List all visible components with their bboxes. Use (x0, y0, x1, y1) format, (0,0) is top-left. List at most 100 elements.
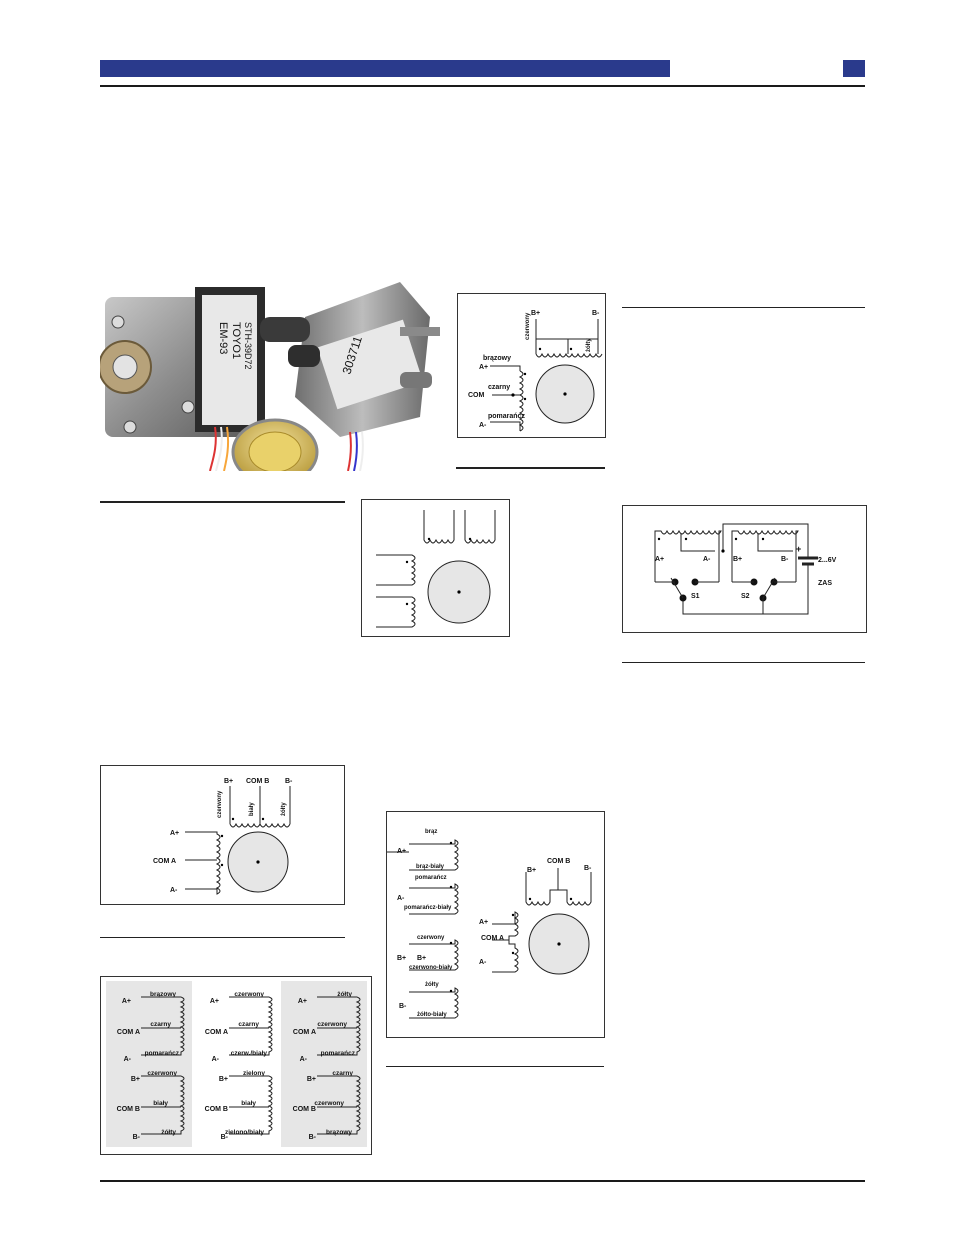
header-bar (100, 60, 670, 77)
wire-color-label: brązowy (150, 991, 176, 998)
a-plus-label: A+ (298, 998, 307, 1005)
a-plus-label: A+ (122, 998, 131, 1005)
eight-wire-diagram: brąz A+ brąz-biały pomarańcz A- pomarańc… (386, 811, 605, 1038)
footer-rule (100, 1180, 865, 1182)
wire-color-label: pomarańcz (415, 875, 447, 881)
wire-color-label: pomarańcz (321, 1050, 356, 1057)
b-plus-label: B+ (733, 556, 742, 563)
b-plus-label: B+ (397, 955, 406, 962)
coil-a (317, 996, 361, 1056)
com-a-label: COM A (117, 1029, 140, 1036)
plus-sign-icon: + (796, 544, 801, 554)
wire-color-label: brąz-biały (416, 864, 445, 870)
s1-label: S1 (691, 593, 700, 600)
a-plus-label: A+ (397, 848, 406, 855)
wire-color-label: brązowy (326, 1129, 352, 1136)
wire-color-label: czarny (150, 1021, 171, 1028)
section-rule (622, 307, 865, 308)
section-rule (456, 467, 605, 469)
b-minus-label: B- (133, 1134, 141, 1141)
section-rule (622, 662, 865, 663)
wire-color-label: pomarańcz-biały (404, 905, 452, 911)
b-plus-label: B+ (307, 1076, 316, 1083)
a-plus-label: A+ (479, 364, 488, 371)
b-minus-label: B- (592, 310, 600, 317)
wire-color-label: żółty (586, 338, 592, 352)
b-minus-label: B- (781, 556, 789, 563)
wire-color-label: czerwono-biały (409, 965, 453, 971)
wire-color-label: czarny (332, 1070, 353, 1077)
wire-color-label: zielono/biały (225, 1129, 264, 1136)
motor-label-2: TOYO1 (230, 322, 242, 359)
b-plus-label: B+ (527, 867, 536, 874)
a-minus-label: A- (170, 887, 178, 894)
coil-layout-diagram (361, 499, 510, 637)
b-plus-label: B+ (219, 1076, 228, 1083)
wire-color-label: czerwony (234, 991, 264, 998)
wire-color-label: żółty (425, 982, 439, 988)
com-b-label: COM B (293, 1106, 316, 1113)
coil-a (229, 996, 273, 1056)
com-b-label: COM B (117, 1106, 140, 1113)
coil-b (229, 1075, 273, 1135)
com-b-label: COM B (246, 778, 269, 785)
wire-color-label: czerwony (314, 1100, 344, 1107)
wire-color-label: biały (241, 1100, 256, 1107)
zas-label: ZAS (818, 580, 832, 587)
wire-color-label: czerwony (217, 790, 223, 818)
wire-color-label: czerw./biały (231, 1050, 268, 1057)
section-rule (100, 937, 345, 938)
b-minus-label: B- (309, 1134, 317, 1141)
test-circuit-diagram: A+ A- B+ B- + 2...6V ZAS S1 S2 (622, 505, 867, 633)
wire-color-label: czerwony (317, 1021, 347, 1028)
b-minus-label: B- (584, 865, 592, 872)
coil-b (317, 1075, 361, 1135)
wire-color-label: żółto-biały (417, 1012, 447, 1018)
wire-color-label: żółty (161, 1129, 176, 1136)
coil-a (141, 996, 185, 1056)
b-minus-label: B- (221, 1134, 229, 1141)
page-number-box (843, 60, 865, 77)
a-minus-label: A- (212, 1056, 220, 1063)
wire-color-label: czerwony (525, 312, 531, 340)
b-plus-label: B+ (131, 1076, 140, 1083)
motor-label-1: EM-93 (217, 322, 229, 354)
a-plus-label: A+ (479, 919, 488, 926)
wire-color-label: żółty (337, 991, 352, 998)
wire-color-label: czerwony (147, 1070, 177, 1077)
a-minus-label: A- (124, 1056, 132, 1063)
wire-color-label: czerwony (417, 935, 445, 941)
s2-label: S2 (741, 593, 750, 600)
wire-color-label: pomarańcz (488, 413, 525, 420)
coil-b (141, 1075, 185, 1135)
wire-color-label: biały (249, 802, 255, 816)
section-rule (386, 1066, 604, 1067)
b-minus-label: B- (399, 1003, 407, 1010)
b-plus-label: B+ (531, 310, 540, 317)
unipolar-6-wire-diagram: B+ COM B B- czerwony biały żółty A+ COM … (100, 765, 345, 905)
wire-color-label: pomarańcz (145, 1050, 180, 1057)
a-minus-label: A- (300, 1056, 308, 1063)
b-plus-label: B+ (417, 955, 426, 962)
com-label: COM (468, 392, 485, 399)
com-b-label: COM B (205, 1106, 228, 1113)
com-a-label: COM A (481, 935, 504, 942)
unipolar-5-wire-diagram: B+ B- czerwony żółty brązowy A+ czarny C… (457, 293, 606, 438)
wire-color-label: zielony (243, 1070, 265, 1077)
wire-color-label: czarny (238, 1021, 259, 1028)
header-rule (100, 85, 865, 87)
motor-photo: EM-93 TOYO1 STH-39D72 303711 (100, 277, 442, 471)
com-b-label: COM B (547, 858, 570, 865)
wire-color-label: brąz (425, 829, 437, 835)
b-minus-label: B- (285, 778, 293, 785)
wire-color-table: A+ COM A A- B+ COM B B-brązowy czarny pomarańcz… (100, 976, 372, 1155)
a-plus-label: A+ (210, 998, 219, 1005)
a-plus-label: A+ (655, 556, 664, 563)
wire-color-label: żółty (281, 802, 287, 816)
wire-color-label: biały (153, 1100, 168, 1107)
a-minus-label: A- (479, 959, 487, 966)
wire-color-label: czarny (488, 384, 510, 391)
a-minus-label: A- (703, 556, 711, 563)
com-a-label: COM A (205, 1029, 228, 1036)
motor-label-3: STH-39D72 (243, 322, 253, 370)
